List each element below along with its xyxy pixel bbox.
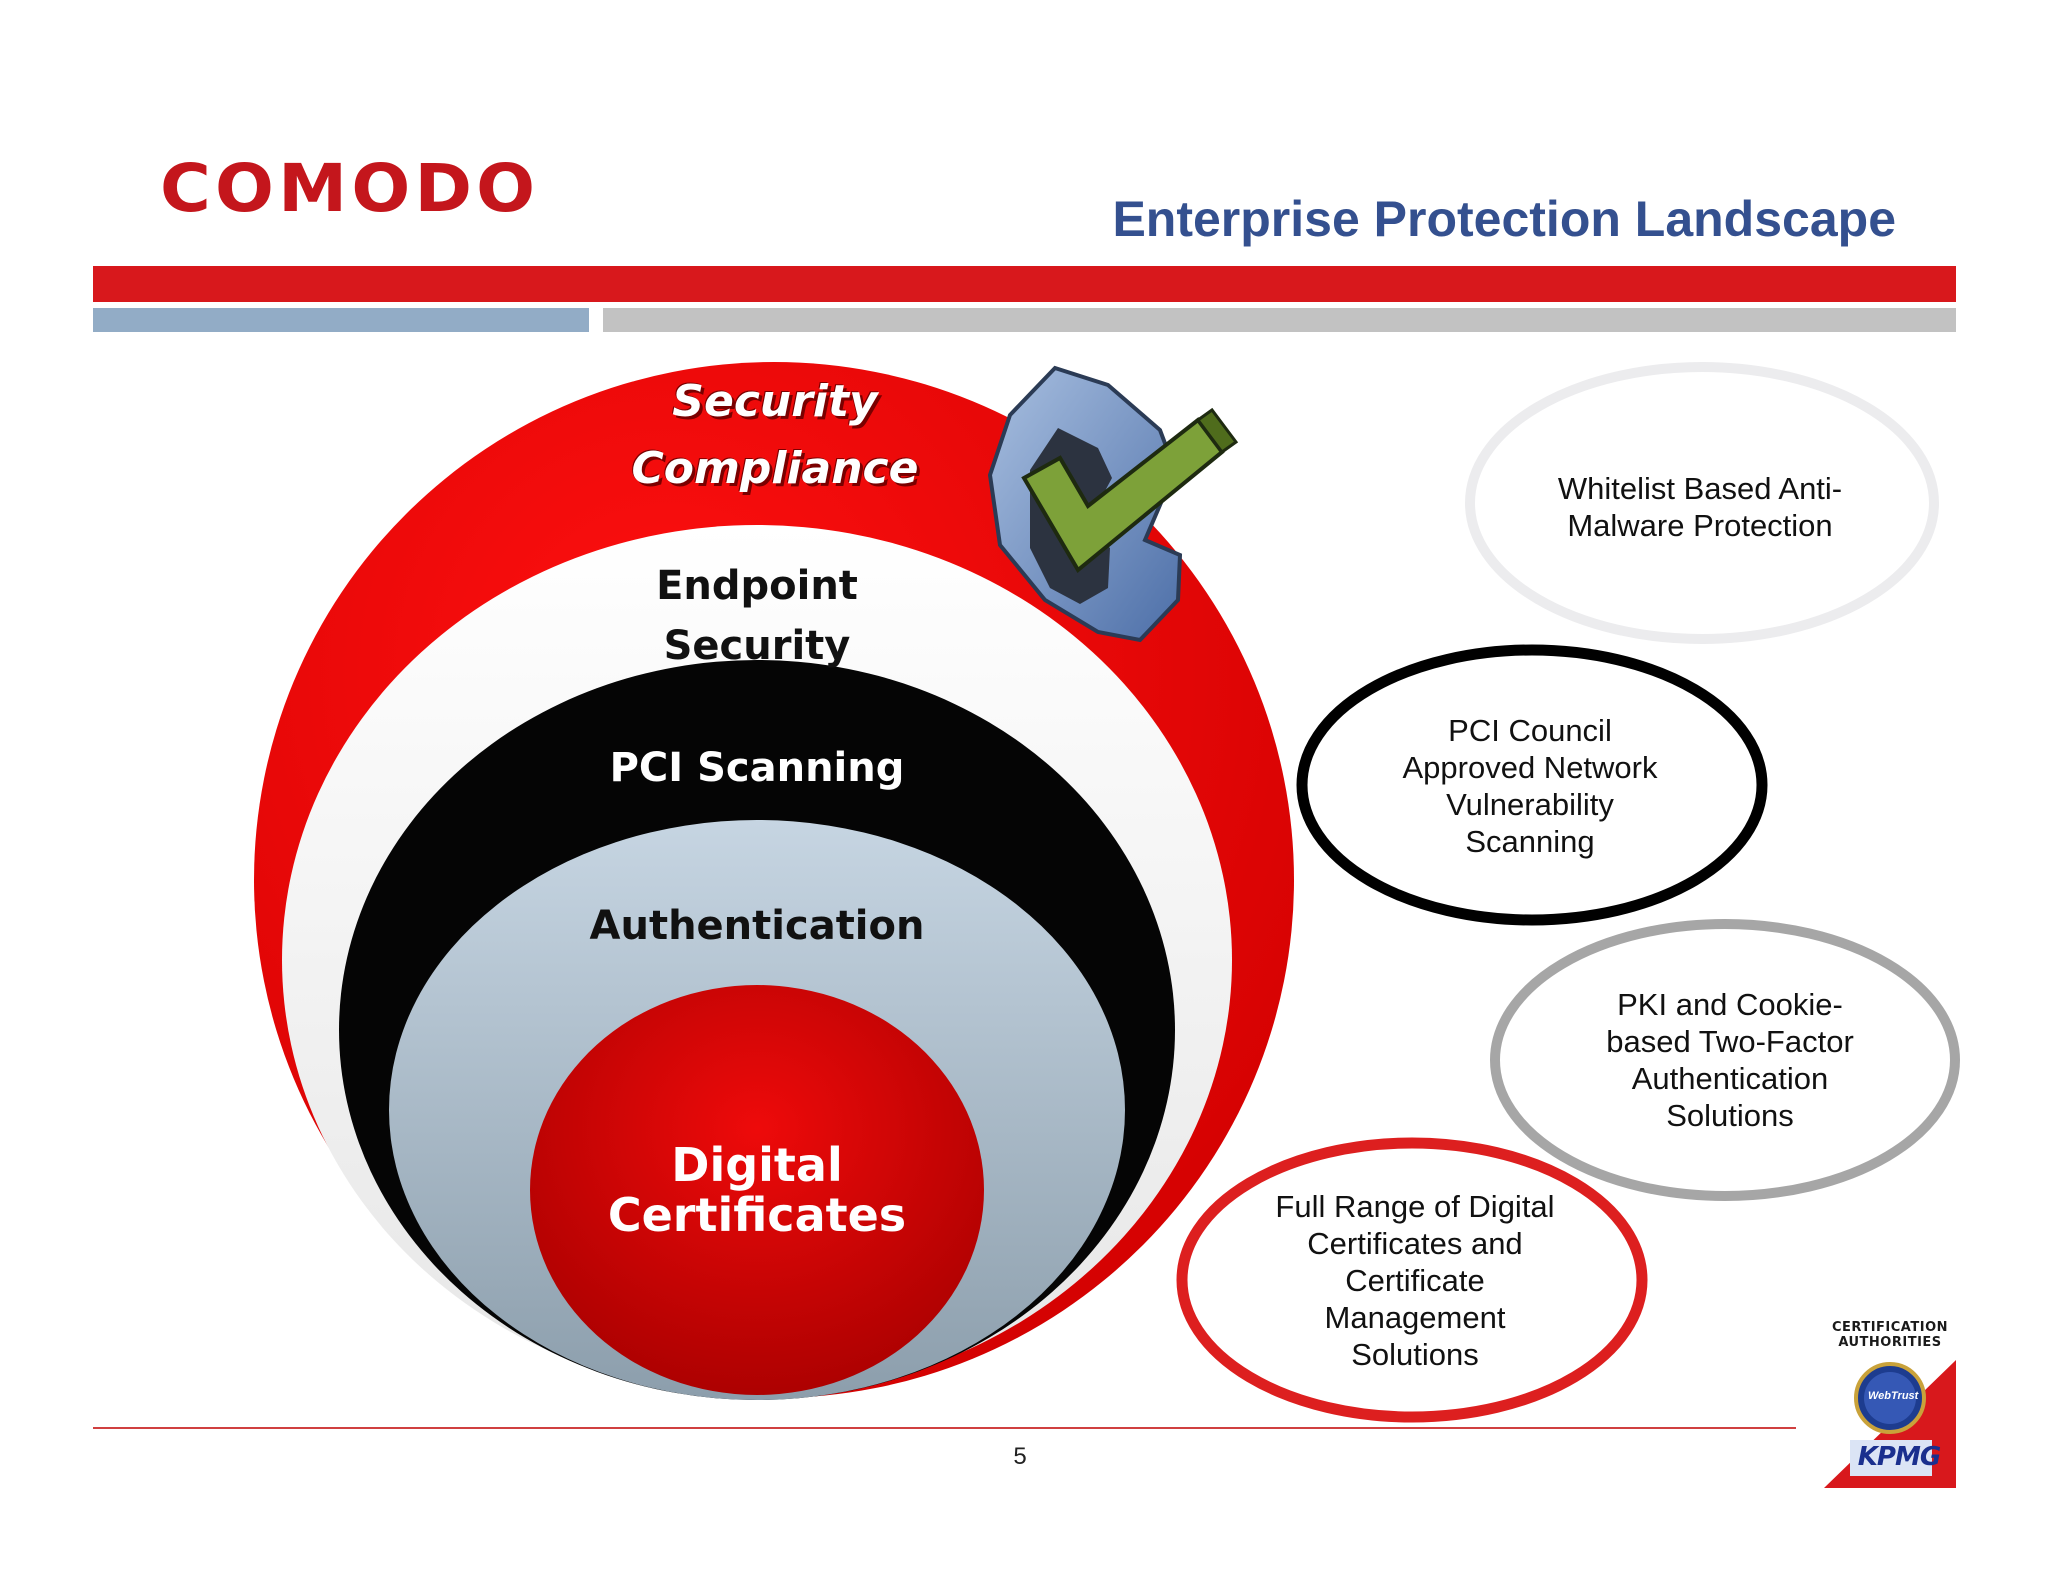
kpmg-label: KPMG <box>1857 1442 1941 1472</box>
endpoint-label: Endpoint <box>656 563 858 609</box>
security-sub-label: Security <box>663 623 851 669</box>
certification-authorities-badge: CERTIFICATION AUTHORITIES WebTrust KPMG <box>1824 1320 1956 1488</box>
ring-label-digital-certificates: Digital Certificates <box>557 1140 957 1240</box>
callout-line: PKI and Cookie- <box>1617 987 1843 1022</box>
ring-digital-certificates <box>530 985 984 1395</box>
header-red-bar <box>93 266 1956 302</box>
ring-label-endpoint-security: Endpoint Security <box>557 556 957 676</box>
badge-line: AUTHORITIES <box>1838 1335 1942 1350</box>
callout-line: Full Range of Digital <box>1275 1189 1555 1224</box>
badge-line: CERTIFICATION <box>1832 1320 1948 1335</box>
page-number: 5 <box>1013 1443 1027 1470</box>
callout-line: Scanning <box>1465 824 1595 859</box>
callout-line: Solutions <box>1666 1098 1794 1133</box>
slide-title: Enterprise Protection Landscape <box>1112 191 1896 247</box>
ring-label-pci-scanning: PCI Scanning <box>609 745 905 791</box>
callout-line: Certificate <box>1345 1263 1485 1298</box>
callout-line: Malware Protection <box>1567 508 1833 543</box>
badge-caption: CERTIFICATION AUTHORITIES <box>1824 1320 1956 1350</box>
callout-oval-full-range <box>1176 1137 1648 1423</box>
webtrust-label: WebTrust <box>1868 1390 1919 1402</box>
callout-text-pki: PKI and Cookie- based Two-Factor Authent… <box>1580 986 1880 1134</box>
security-label: Security <box>672 376 878 427</box>
callout-line: Whitelist Based Anti- <box>1557 471 1843 506</box>
callout-line: Vulnerability <box>1446 787 1614 822</box>
callout-line: based Two-Factor <box>1606 1024 1854 1059</box>
callout-line: Certificates and <box>1307 1226 1523 1261</box>
callout-line: Solutions <box>1351 1337 1479 1372</box>
checkmark-shield-icon <box>987 365 1239 643</box>
callout-line: Approved Network <box>1402 750 1658 785</box>
header-blue-bar <box>93 308 589 332</box>
webtrust-seal-icon <box>1824 1360 1956 1488</box>
callout-text-pci-council: PCI Council Approved Network Vulnerabili… <box>1360 712 1700 860</box>
digital-label: Digital <box>671 1138 843 1192</box>
callout-line: PCI Council <box>1448 713 1612 748</box>
compliance-label: Compliance <box>631 443 919 494</box>
callout-oval-pci-council <box>1296 644 1768 926</box>
callout-line: Authentication <box>1631 1061 1829 1096</box>
callout-text-whitelist: Whitelist Based Anti- Malware Protection <box>1480 470 1920 544</box>
callout-line: Management <box>1324 1300 1506 1335</box>
callout-text-full-range: Full Range of Digital Certificates and C… <box>1255 1188 1575 1373</box>
header-gray-bar <box>603 308 1956 332</box>
comodo-logo: COMODO <box>160 150 540 227</box>
callout-oval-whitelist <box>1465 362 1939 644</box>
footer-divider <box>93 1427 1796 1429</box>
ring-label-security-compliance: Security Compliance <box>575 368 975 502</box>
certificates-label: Certificates <box>607 1188 907 1242</box>
callout-oval-pki <box>1490 919 1960 1201</box>
ring-label-authentication: Authentication <box>589 903 925 949</box>
